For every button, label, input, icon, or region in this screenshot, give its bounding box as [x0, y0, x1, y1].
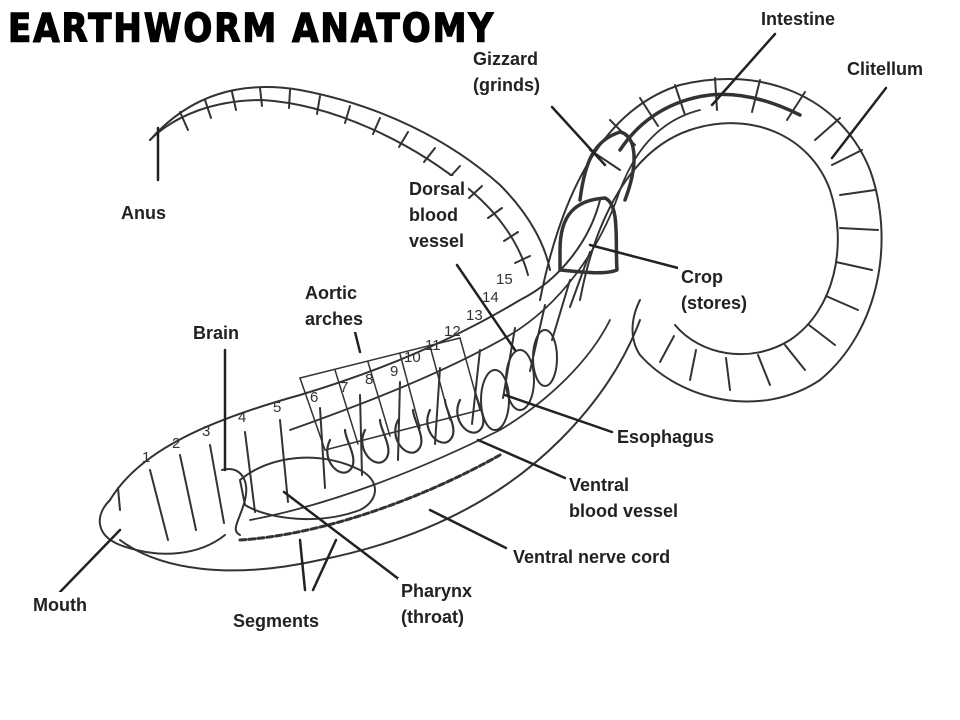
body-segment-rings — [149, 251, 591, 541]
worm-tail — [149, 86, 551, 271]
brain — [221, 468, 248, 536]
segment-number: 7 — [340, 379, 348, 396]
label-anus: Anus — [118, 200, 169, 226]
label-gizzard: Gizzard(grinds) — [470, 46, 543, 98]
aortic-arches — [326, 388, 485, 474]
segment-number: 12 — [444, 323, 461, 340]
segment-number: 13 — [466, 307, 483, 324]
segment-number: 2 — [172, 435, 180, 452]
worm-head — [98, 499, 226, 555]
segment-number: 9 — [390, 363, 398, 380]
intestine — [618, 92, 802, 152]
tail-segment-rings — [179, 87, 531, 264]
ventral-blood-vessel — [249, 319, 611, 521]
ventral-nerve-cord — [238, 453, 502, 542]
worm-loop — [539, 77, 883, 403]
dorsal-blood-vessel — [289, 109, 701, 431]
gizzard — [578, 130, 636, 202]
label-crop: Crop(stores) — [678, 264, 751, 316]
segment-number: 15 — [496, 271, 513, 288]
loop-segment-rings — [589, 77, 879, 391]
segment-number: 4 — [238, 409, 246, 426]
segment-number: 8 — [365, 371, 373, 388]
label-brain: Brain — [190, 320, 243, 346]
segment-number-labels: 1 2 3 4 5 6 7 8 9 10 11 12 13 14 15 — [142, 271, 513, 466]
label-clitellum: Clitellum — [844, 56, 927, 82]
segment-number: 14 — [482, 289, 499, 306]
label-pharynx: Pharynx(throat) — [398, 578, 476, 630]
segment-number: 5 — [273, 399, 281, 416]
segment-number: 6 — [310, 389, 318, 406]
segment-number: 1 — [142, 449, 150, 466]
worm-body-outline — [109, 199, 601, 501]
label-esophagus: Esophagus — [614, 424, 718, 450]
label-segments: Segments — [230, 608, 323, 634]
label-mouth: Mouth — [30, 592, 90, 618]
esophagus-rings — [480, 329, 558, 431]
pharynx — [239, 456, 376, 521]
segment-number: 3 — [202, 423, 210, 440]
label-ventral-nerve-cord: Ventral nerve cord — [510, 544, 674, 570]
label-intestine: Intestine — [758, 6, 839, 32]
leader-lines — [58, 32, 888, 594]
segment-number: 11 — [425, 337, 441, 354]
segment-number: 10 — [404, 349, 421, 366]
crop — [558, 196, 619, 275]
aortic-arch-grid — [299, 337, 481, 451]
diagram-title: EARTHWORM ANATOMY — [7, 5, 496, 52]
